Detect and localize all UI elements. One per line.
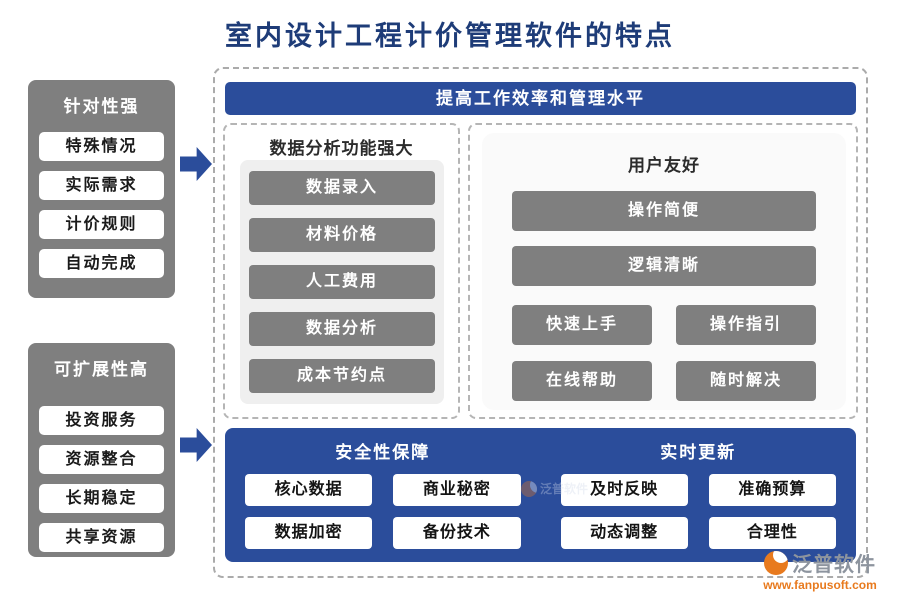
panel-data-analysis: 数据分析功能强大 数据录入 材料价格 人工费用 数据分析 成本节约点	[223, 123, 460, 419]
diagram-node: 动态调整	[560, 517, 688, 549]
security-grid: 核心数据 商业秘密 数据加密 备份技术	[245, 474, 521, 549]
list-item: 共享资源	[39, 523, 164, 552]
diagram-node: 成本节约点	[249, 359, 435, 393]
diagram-node: 数据录入	[249, 171, 435, 205]
diagram-node: 操作指引	[676, 305, 816, 345]
right-arrow-icon	[180, 428, 212, 462]
section-realtime: 实时更新 及时反映 准确预算 动态调整 合理性	[541, 428, 857, 562]
diagram-node: 核心数据	[245, 474, 373, 506]
panel-scalable: 可扩展性高 投资服务 资源整合 长期稳定 共享资源	[28, 343, 175, 557]
diagram-node: 随时解决	[676, 361, 816, 401]
realtime-grid: 及时反映 准确预算 动态调整 合理性	[560, 474, 836, 549]
section-security-header: 安全性保障	[335, 443, 431, 462]
brand-url: www.fanpusoft.com	[763, 578, 877, 592]
list-item: 投资服务	[39, 406, 164, 435]
diagram-node: 在线帮助	[512, 361, 652, 401]
list-item: 资源整合	[39, 445, 164, 474]
diagram-node: 逻辑清晰	[512, 246, 816, 286]
main-container: 提高工作效率和管理水平 数据分析功能强大 数据录入 材料价格 人工费用 数据分析…	[213, 67, 868, 578]
panel-targeted: 针对性强 特殊情况 实际需求 计价规则 自动完成	[28, 80, 175, 298]
diagram-node: 快速上手	[512, 305, 652, 345]
diagram-node: 及时反映	[560, 474, 688, 506]
brand-logo-icon	[764, 550, 788, 575]
brand-row: 泛普软件	[752, 548, 888, 577]
data-analysis-items: 数据录入 材料价格 人工费用 数据分析 成本节约点	[240, 160, 444, 404]
right-arrow-icon	[180, 147, 212, 181]
list-item: 实际需求	[39, 171, 164, 200]
diagram-node: 准确预算	[708, 474, 836, 506]
section-realtime-header: 实时更新	[660, 443, 737, 462]
diagram-node: 备份技术	[393, 517, 521, 549]
page-title: 室内设计工程计价管理软件的特点	[225, 21, 675, 52]
diagram-node: 人工费用	[249, 265, 435, 299]
user-friendly-grid: 快速上手 操作指引 在线帮助 随时解决	[512, 305, 816, 401]
diagram-node: 材料价格	[249, 218, 435, 252]
top-banner: 提高工作效率和管理水平	[225, 82, 856, 115]
diagram-node: 合理性	[708, 517, 836, 549]
diagram-node: 数据加密	[245, 517, 373, 549]
panel-security-realtime: 安全性保障 核心数据 商业秘密 数据加密 备份技术 实时更新 及时反映 准确预算…	[225, 428, 856, 562]
diagram-node: 商业秘密	[393, 474, 521, 506]
section-security: 安全性保障 核心数据 商业秘密 数据加密 备份技术	[225, 428, 541, 562]
panel-data-analysis-header: 数据分析功能强大	[269, 139, 414, 158]
diagram-node: 数据分析	[249, 312, 435, 346]
panel-user-friendly-header: 用户友好	[628, 156, 700, 175]
diagram-node: 操作简便	[512, 191, 816, 231]
user-friendly-items: 用户友好 操作简便 逻辑清晰 快速上手 操作指引 在线帮助 随时解决	[482, 133, 846, 410]
list-item: 特殊情况	[39, 132, 164, 161]
panel-user-friendly: 用户友好 操作简便 逻辑清晰 快速上手 操作指引 在线帮助 随时解决	[468, 123, 858, 419]
list-item: 长期稳定	[39, 484, 164, 513]
list-item: 计价规则	[39, 210, 164, 239]
panel-targeted-header: 针对性强	[63, 97, 140, 116]
panel-scalable-header: 可扩展性高	[54, 360, 149, 379]
brand-name: 泛普软件	[792, 554, 876, 576]
brand-watermark: 泛普软件 www.fanpusoft.com	[752, 548, 888, 592]
list-item: 自动完成	[39, 249, 164, 278]
